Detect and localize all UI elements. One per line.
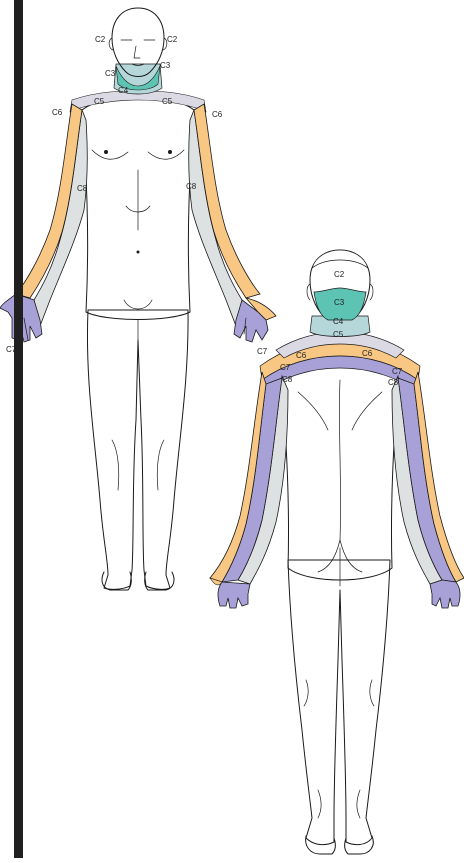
back-spine: [339, 380, 340, 540]
front-label-c8-right: C8: [77, 184, 88, 193]
back-label-c6-right: C6: [362, 349, 373, 358]
back-hand-left: [218, 582, 250, 608]
back-label-c3: C3: [334, 298, 345, 307]
front-label-c2-left: C2: [167, 35, 178, 44]
back-label-c6-left: C6: [296, 351, 307, 360]
back-label-c8-right: C8: [388, 378, 399, 387]
left-border-bar: [14, 0, 23, 858]
back-label-c7-left: C7: [280, 363, 291, 372]
back-label-c7-right: C7: [392, 367, 403, 376]
front-label-c6-left: C6: [212, 110, 223, 119]
front-label-c6-right: C6: [52, 108, 63, 117]
front-label-c4: C4: [118, 86, 129, 95]
front-label-c5-left: C5: [162, 97, 173, 106]
front-c5-band: [70, 91, 206, 112]
front-label-c8-left: C8: [186, 182, 197, 191]
front-label-c2-right: C2: [95, 35, 106, 44]
front-legs: [87, 310, 188, 589]
back-label-c4: C4: [333, 317, 344, 326]
front-label-c5-right: C5: [94, 97, 105, 106]
front-label-c3-left: C3: [160, 61, 171, 70]
back-label-c2: C2: [334, 270, 345, 279]
front-label-c7-left: C7: [257, 347, 268, 356]
front-figure: C2 C2 C3 C3 C4 C5 C5 C6 C6 C8 C8 C7 C7: [0, 8, 276, 590]
front-label-c3-right: C3: [105, 69, 116, 78]
back-legs: [288, 560, 390, 845]
back-hand-right: [430, 580, 460, 608]
back-label-c5: C5: [333, 330, 344, 339]
back-hair: [312, 250, 368, 268]
back-label-c8-left: C8: [282, 375, 293, 384]
